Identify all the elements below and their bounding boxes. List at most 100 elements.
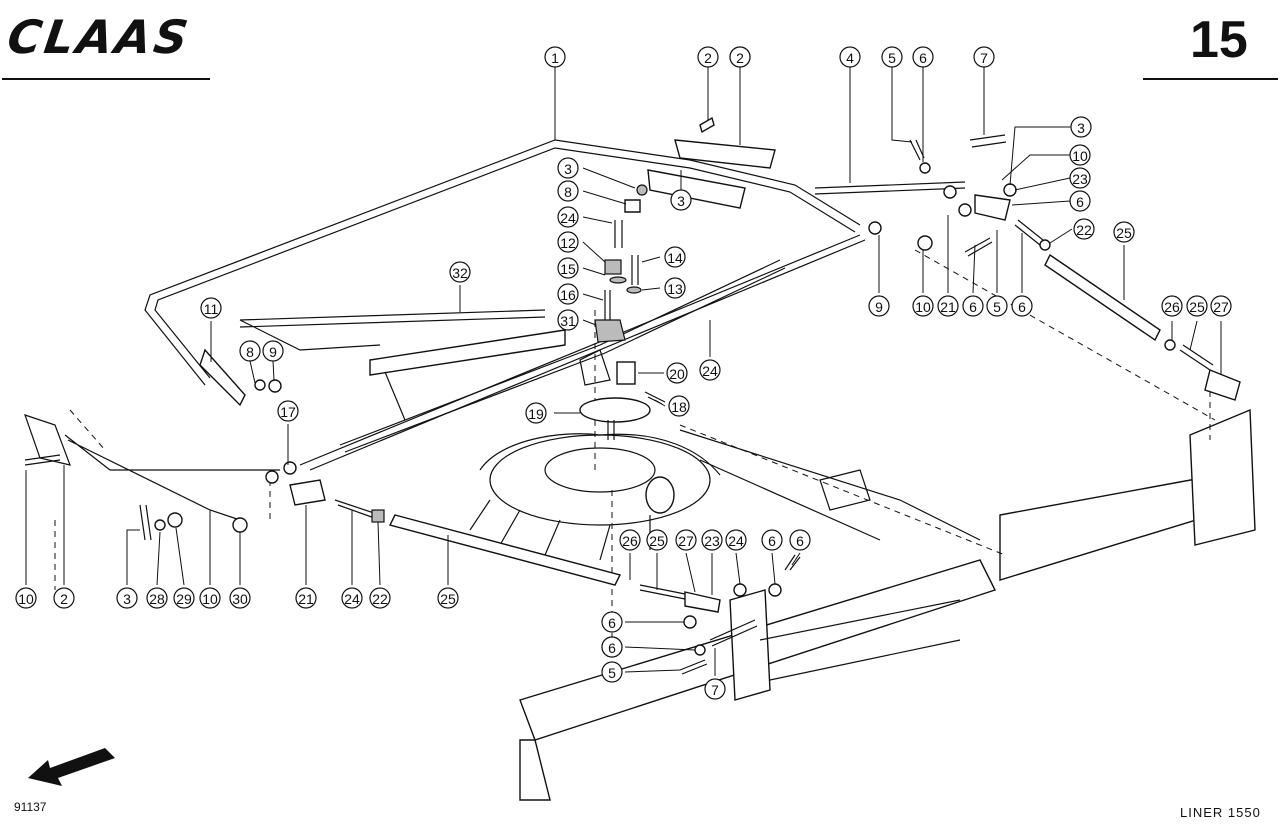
callout-label: 6	[1018, 299, 1026, 315]
callout-20: 20	[666, 362, 688, 384]
callout-label: 10	[18, 591, 34, 607]
callout-label: 18	[671, 399, 687, 415]
callout-31: 31	[557, 309, 579, 331]
callout-25: 25	[1113, 221, 1135, 243]
callout-label: 27	[1213, 299, 1229, 315]
callout-label: 10	[1072, 148, 1088, 164]
callout-8: 8	[557, 180, 579, 202]
callout-label: 16	[560, 287, 576, 303]
callout-label: 24	[702, 363, 718, 379]
callout-label: 14	[667, 250, 683, 266]
callout-6: 6	[601, 636, 623, 658]
callout-label: 21	[298, 591, 314, 607]
callout-5: 5	[601, 661, 623, 683]
callout-label: 6	[768, 533, 776, 549]
callout-label: 21	[940, 299, 956, 315]
callout-6: 6	[1011, 295, 1033, 317]
callout-label: 29	[176, 591, 192, 607]
callout-label: 3	[123, 591, 131, 607]
callout-label: 4	[846, 50, 854, 66]
callout-6: 6	[962, 295, 984, 317]
callout-9: 9	[868, 295, 890, 317]
callout-24: 24	[341, 587, 363, 609]
callout-label: 26	[622, 533, 638, 549]
callout-19: 19	[525, 402, 547, 424]
callout-9: 9	[262, 340, 284, 362]
callout-3: 3	[1070, 116, 1092, 138]
callout-3: 3	[670, 189, 692, 211]
callout-label: 19	[528, 406, 544, 422]
callout-22: 22	[1073, 218, 1095, 240]
callout-label: 31	[560, 313, 576, 329]
callout-label: 5	[993, 299, 1001, 315]
arrow-down-left-icon	[28, 748, 115, 786]
callout-label: 9	[875, 299, 883, 315]
callout-3: 3	[116, 587, 138, 609]
page-number: 15	[1190, 11, 1248, 69]
callout-21: 21	[295, 587, 317, 609]
callout-6: 6	[1069, 190, 1091, 212]
callout-7: 7	[973, 46, 995, 68]
callout-12: 12	[557, 231, 579, 253]
callout-3: 3	[557, 157, 579, 179]
callout-label: 11	[204, 301, 219, 317]
leader-lines	[25, 67, 1222, 676]
callout-1: 1	[544, 46, 566, 68]
hardware-parts	[24, 116, 1241, 675]
callout-17: 17	[277, 400, 299, 422]
callout-27: 27	[1210, 295, 1232, 317]
callout-label: 13	[667, 281, 683, 297]
callout-24: 24	[699, 359, 721, 381]
callout-label: 25	[440, 591, 456, 607]
callout-23: 23	[701, 529, 723, 551]
callout-10: 10	[199, 587, 221, 609]
callout-label: 8	[564, 184, 572, 200]
callout-26: 26	[619, 529, 641, 551]
callout-25: 25	[646, 529, 668, 551]
frame-structure	[24, 139, 1256, 801]
callout-10: 10	[15, 587, 37, 609]
callout-5: 5	[881, 46, 903, 68]
callout-14: 14	[664, 246, 686, 268]
callout-27: 27	[675, 529, 697, 551]
callout-label: 22	[1076, 222, 1092, 238]
callout-10: 10	[1069, 144, 1091, 166]
callout-28: 28	[146, 587, 168, 609]
callout-label: 6	[608, 615, 616, 631]
callout-label: 17	[280, 404, 296, 420]
callout-label: 27	[678, 533, 694, 549]
callout-label: 2	[60, 591, 68, 607]
callout-2: 2	[729, 46, 751, 68]
callout-label: 6	[969, 299, 977, 315]
header-rule-right	[1143, 78, 1278, 80]
callout-label: 23	[704, 533, 720, 549]
callout-26: 26	[1161, 295, 1183, 317]
callout-6: 6	[761, 529, 783, 551]
callout-label: 10	[202, 591, 218, 607]
callout-label: 22	[372, 591, 388, 607]
callout-label: 24	[344, 591, 360, 607]
callout-2: 2	[697, 46, 719, 68]
callout-label: 15	[560, 261, 576, 277]
callout-7: 7	[704, 678, 726, 700]
drawing-number: 91137	[14, 800, 47, 814]
callout-label: 24	[728, 533, 744, 549]
callout-label: 3	[564, 161, 572, 177]
callout-label: 7	[711, 682, 719, 698]
callout-label: 6	[1076, 194, 1084, 210]
callout-label: 6	[919, 50, 927, 66]
callout-10: 10	[912, 295, 934, 317]
callout-25: 25	[437, 587, 459, 609]
callout-13: 13	[664, 277, 686, 299]
callout-8: 8	[239, 340, 261, 362]
callout-6: 6	[601, 611, 623, 633]
callout-label: 32	[452, 265, 468, 281]
callout-label: 3	[677, 193, 685, 209]
callout-label: 25	[1189, 299, 1205, 315]
callout-label: 6	[608, 640, 616, 656]
callout-5: 5	[986, 295, 1008, 317]
callout-23: 23	[1069, 167, 1091, 189]
callout-2: 2	[53, 587, 75, 609]
